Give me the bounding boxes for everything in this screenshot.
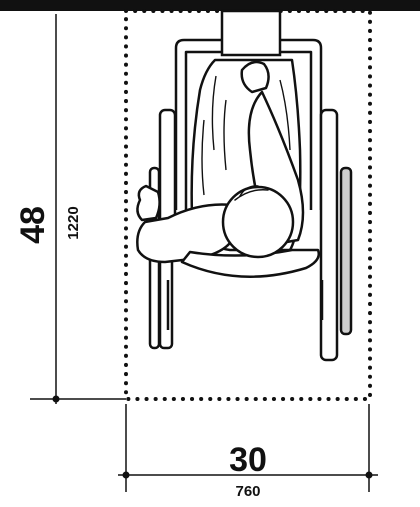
person-shoulders	[180, 248, 320, 278]
seated-person	[136, 58, 320, 278]
person-legs-detail	[201, 75, 291, 196]
top-object	[220, 9, 282, 57]
clear-floor-space-outline	[124, 9, 372, 401]
person-head	[221, 185, 295, 259]
width-inches-label: 30	[229, 441, 267, 479]
person-right-hand	[240, 60, 270, 94]
depth-inches-label: 48	[14, 206, 52, 244]
person-left-hand	[136, 184, 161, 222]
width-dimension	[118, 404, 378, 492]
width-mm-label: 760	[235, 483, 260, 500]
right-armrest	[319, 108, 339, 362]
depth-dimension	[30, 14, 126, 404]
right-wheel	[339, 166, 353, 336]
person-left-arm	[136, 203, 234, 264]
top-wall	[0, 0, 420, 11]
depth-mm-label: 1220	[65, 206, 82, 239]
